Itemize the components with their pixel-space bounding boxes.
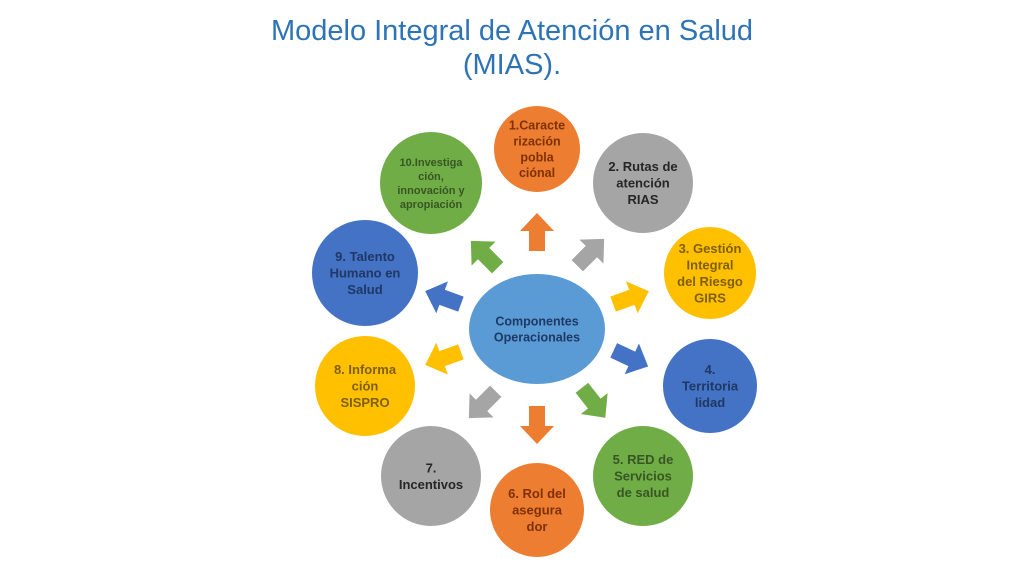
node-label-line: 3. Gestión	[679, 241, 742, 256]
node-label-line: 2. Rutas de	[608, 159, 677, 174]
node-label-line: 5. RED de	[613, 452, 674, 467]
node-circle-caracterizacion	[494, 106, 580, 192]
arrow-8	[425, 342, 464, 375]
node-label-line: Incentivos	[399, 477, 463, 492]
node-label-line: GIRS	[694, 290, 726, 305]
node-circle-rutas	[593, 133, 693, 233]
node-label-line: dor	[527, 519, 548, 534]
node-label-line: apropiación	[400, 199, 463, 211]
center-label-line: Operacionales	[494, 330, 580, 344]
node-label-line: Territoria	[682, 379, 739, 394]
node-label-line: 6. Rol del	[508, 486, 566, 501]
arrow-1	[520, 213, 554, 251]
node-label-line: pobla	[520, 150, 554, 164]
arrow-2	[571, 238, 605, 272]
node-label-line: RIAS	[627, 192, 658, 207]
node-label-line: asegura	[512, 503, 563, 518]
node-label-line: ción,	[418, 171, 444, 183]
arrow-5	[575, 382, 608, 418]
node-circle-talento-humano	[312, 220, 418, 326]
node-label-line: 7.	[426, 460, 437, 475]
title-line-2: (MIAS).	[462, 49, 562, 81]
node-label-line: Integral	[687, 257, 734, 272]
node-label-line: ciónal	[519, 166, 555, 180]
node-label-line: 9. Talento	[335, 249, 395, 264]
title-line-1: Modelo Integral de Atención en Salud	[270, 15, 754, 47]
arrow-9	[425, 281, 464, 314]
node-circle-red-servicios	[593, 426, 693, 526]
node-circle-rol-asegurador	[490, 463, 584, 557]
node-incentivos: 7. Incentivos	[381, 426, 481, 526]
node-investigacion: 10.Investiga ción, innovación y apropiación	[380, 132, 482, 234]
node-label-line: del Riesgo	[677, 274, 743, 289]
node-label-line: Salud	[347, 282, 382, 297]
node-label-line: de salud	[617, 485, 670, 500]
center-ellipse	[469, 274, 605, 384]
node-label-line: rización	[513, 134, 560, 148]
node-circle-incentivos	[381, 426, 481, 526]
node-label-line: 8. Informa	[334, 362, 397, 377]
node-circle-investigacion	[380, 132, 482, 234]
node-label-line: 10.Investiga	[400, 157, 464, 169]
node-label-line: ción	[352, 379, 379, 394]
arrow-6	[520, 406, 554, 444]
center-label-line: Componentes	[495, 314, 578, 328]
node-circle-informacion	[315, 336, 415, 436]
node-label-line: lidad	[695, 395, 725, 410]
arrow-4	[610, 343, 649, 375]
arrow-3	[610, 281, 649, 314]
page-title: Modelo Integral de Atención en Salud (MI…	[0, 14, 1024, 82]
node-label-line: innovación y	[397, 185, 465, 197]
node-label-line: atención	[616, 176, 670, 191]
arrow-10	[470, 240, 504, 274]
node-label-line: Servicios	[614, 469, 672, 484]
node-label-line: 4.	[705, 362, 716, 377]
node-circle-gestion	[664, 227, 756, 319]
arrow-7	[468, 385, 502, 419]
node-circle-territorialidad	[663, 339, 757, 433]
arrows-layer	[425, 213, 649, 444]
node-label-line: SISPRO	[340, 395, 389, 410]
node-label-line: 1.Caracte	[509, 119, 565, 133]
node-label-line: Humano en	[330, 266, 401, 281]
